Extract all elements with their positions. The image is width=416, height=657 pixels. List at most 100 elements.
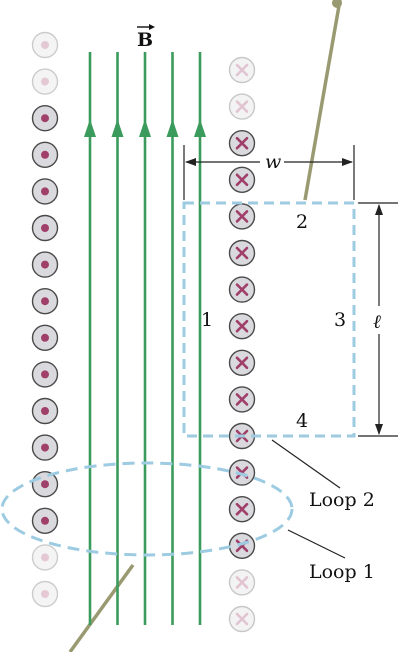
cross-into-page-icon: [235, 100, 249, 113]
right-conductor-column: [228, 56, 256, 633]
conductor-wire-circle: [228, 605, 256, 633]
dot-out-of-page-icon: [41, 553, 49, 562]
field-direction-arrow-icon: [111, 119, 124, 137]
conductor-into-page: [228, 605, 256, 633]
dot-out-of-page-icon: [41, 516, 49, 525]
field-line: [139, 52, 151, 625]
conductor-out-of-page: [31, 397, 59, 425]
conductor-out-of-page: [31, 324, 59, 351]
dot-out-of-page-icon: [41, 590, 49, 598]
cross-into-page-icon: [235, 246, 249, 260]
dot-out-of-page-icon: [41, 297, 49, 306]
conductor-into-page: [228, 93, 256, 120]
dot-out-of-page-icon: [41, 260, 49, 269]
top-lead-wire: [303, 0, 342, 201]
cross-into-page-icon: [235, 356, 249, 370]
dot-out-of-page-icon: [41, 41, 49, 49]
dot-out-of-page-icon: [41, 224, 49, 232]
cross-into-page-icon: [235, 283, 249, 296]
field-line: [84, 52, 96, 625]
side-4-label: 4: [296, 410, 308, 432]
conductor-into-page: [228, 129, 256, 157]
left-conductor-column: [31, 31, 59, 608]
dot-out-of-page-icon: [41, 443, 49, 452]
side-1-label: 1: [201, 309, 213, 331]
dot-out-of-page-icon: [41, 370, 49, 379]
conductor-into-page: [228, 276, 256, 303]
width-arrow-right: [342, 158, 353, 166]
side-2-label: 2: [296, 211, 308, 233]
loop-1-leader-line: [287, 529, 346, 559]
conductor-out-of-page: [31, 68, 59, 95]
dot-out-of-page-icon: [41, 480, 49, 489]
cross-into-page-icon: [235, 63, 249, 77]
loop-2-leader-line: [271, 439, 341, 489]
side-3-label: 3: [334, 309, 346, 331]
field-line: [111, 52, 124, 625]
cross-into-page-icon: [235, 100, 249, 113]
dot-out-of-page-icon: [41, 187, 49, 196]
conductor-out-of-page: [31, 104, 59, 132]
conductor-wire-circle: [228, 56, 256, 84]
conductor-wire-circle: [228, 93, 256, 120]
field-symbol-text: B: [137, 29, 153, 51]
conductor-out-of-page: [31, 141, 59, 169]
conductor-into-page: [228, 386, 256, 413]
width-dimension: w: [183, 145, 355, 200]
length-arrow-bottom: [375, 424, 383, 435]
field-direction-arrow-icon: [166, 119, 179, 137]
conductor-wire-circle: [31, 68, 59, 95]
width-symbol: w: [265, 151, 281, 173]
width-arrow-left: [185, 158, 196, 166]
cross-into-page-icon: [235, 173, 249, 187]
conductor-into-page: [228, 532, 256, 559]
conductor-wire-circle: [31, 544, 59, 571]
conductor-into-page: [228, 569, 256, 596]
dot-out-of-page-icon: [41, 407, 49, 415]
conductor-out-of-page: [31, 434, 59, 461]
conductor-into-page: [228, 166, 256, 194]
length-dimension: ℓ: [358, 202, 398, 437]
field-line: [194, 52, 206, 625]
conductor-into-page: [228, 56, 256, 84]
loop-2-rectangle: [182, 201, 356, 438]
loop-1-ellipse: [0, 461, 294, 557]
conductor-out-of-page: [31, 31, 59, 59]
conductor-into-page: [228, 203, 256, 230]
field-vector-label: B: [137, 24, 155, 51]
conductor-wire-circle: [31, 580, 59, 608]
length-symbol: ℓ: [373, 311, 381, 333]
cross-into-page-icon: [235, 576, 249, 589]
field-direction-arrow-icon: [84, 119, 96, 137]
field-line: [166, 52, 179, 625]
length-arrow-top: [375, 204, 383, 215]
field-direction-arrow-icon: [139, 119, 151, 137]
conductor-wire-circle: [31, 31, 59, 59]
dot-out-of-page-icon: [41, 114, 49, 123]
conductor-out-of-page: [31, 361, 59, 388]
conductor-out-of-page: [31, 471, 59, 498]
conductor-into-page: [228, 313, 256, 340]
vector-arrow-head: [149, 24, 155, 30]
conductor-out-of-page: [31, 251, 59, 278]
field-direction-arrow-icon: [194, 119, 206, 137]
conductor-out-of-page: [31, 288, 59, 315]
cross-into-page-icon: [235, 136, 249, 150]
conductor-into-page: [228, 459, 256, 486]
cross-into-page-icon: [235, 612, 249, 626]
cross-into-page-icon: [235, 393, 249, 406]
cross-into-page-icon: [235, 502, 249, 516]
conductor-into-page: [228, 349, 256, 376]
conductor-into-page: [228, 496, 256, 523]
dot-out-of-page-icon: [41, 77, 49, 86]
loop-1-label: Loop 1: [309, 561, 375, 583]
conductor-out-of-page: [31, 544, 59, 571]
conductor-out-of-page: [31, 507, 59, 534]
conductor-wire-circle: [228, 569, 256, 596]
cross-into-page-icon: [235, 63, 249, 77]
conductor-out-of-page: [31, 178, 59, 205]
conductor-out-of-page: [31, 580, 59, 608]
dot-out-of-page-icon: [41, 150, 49, 159]
